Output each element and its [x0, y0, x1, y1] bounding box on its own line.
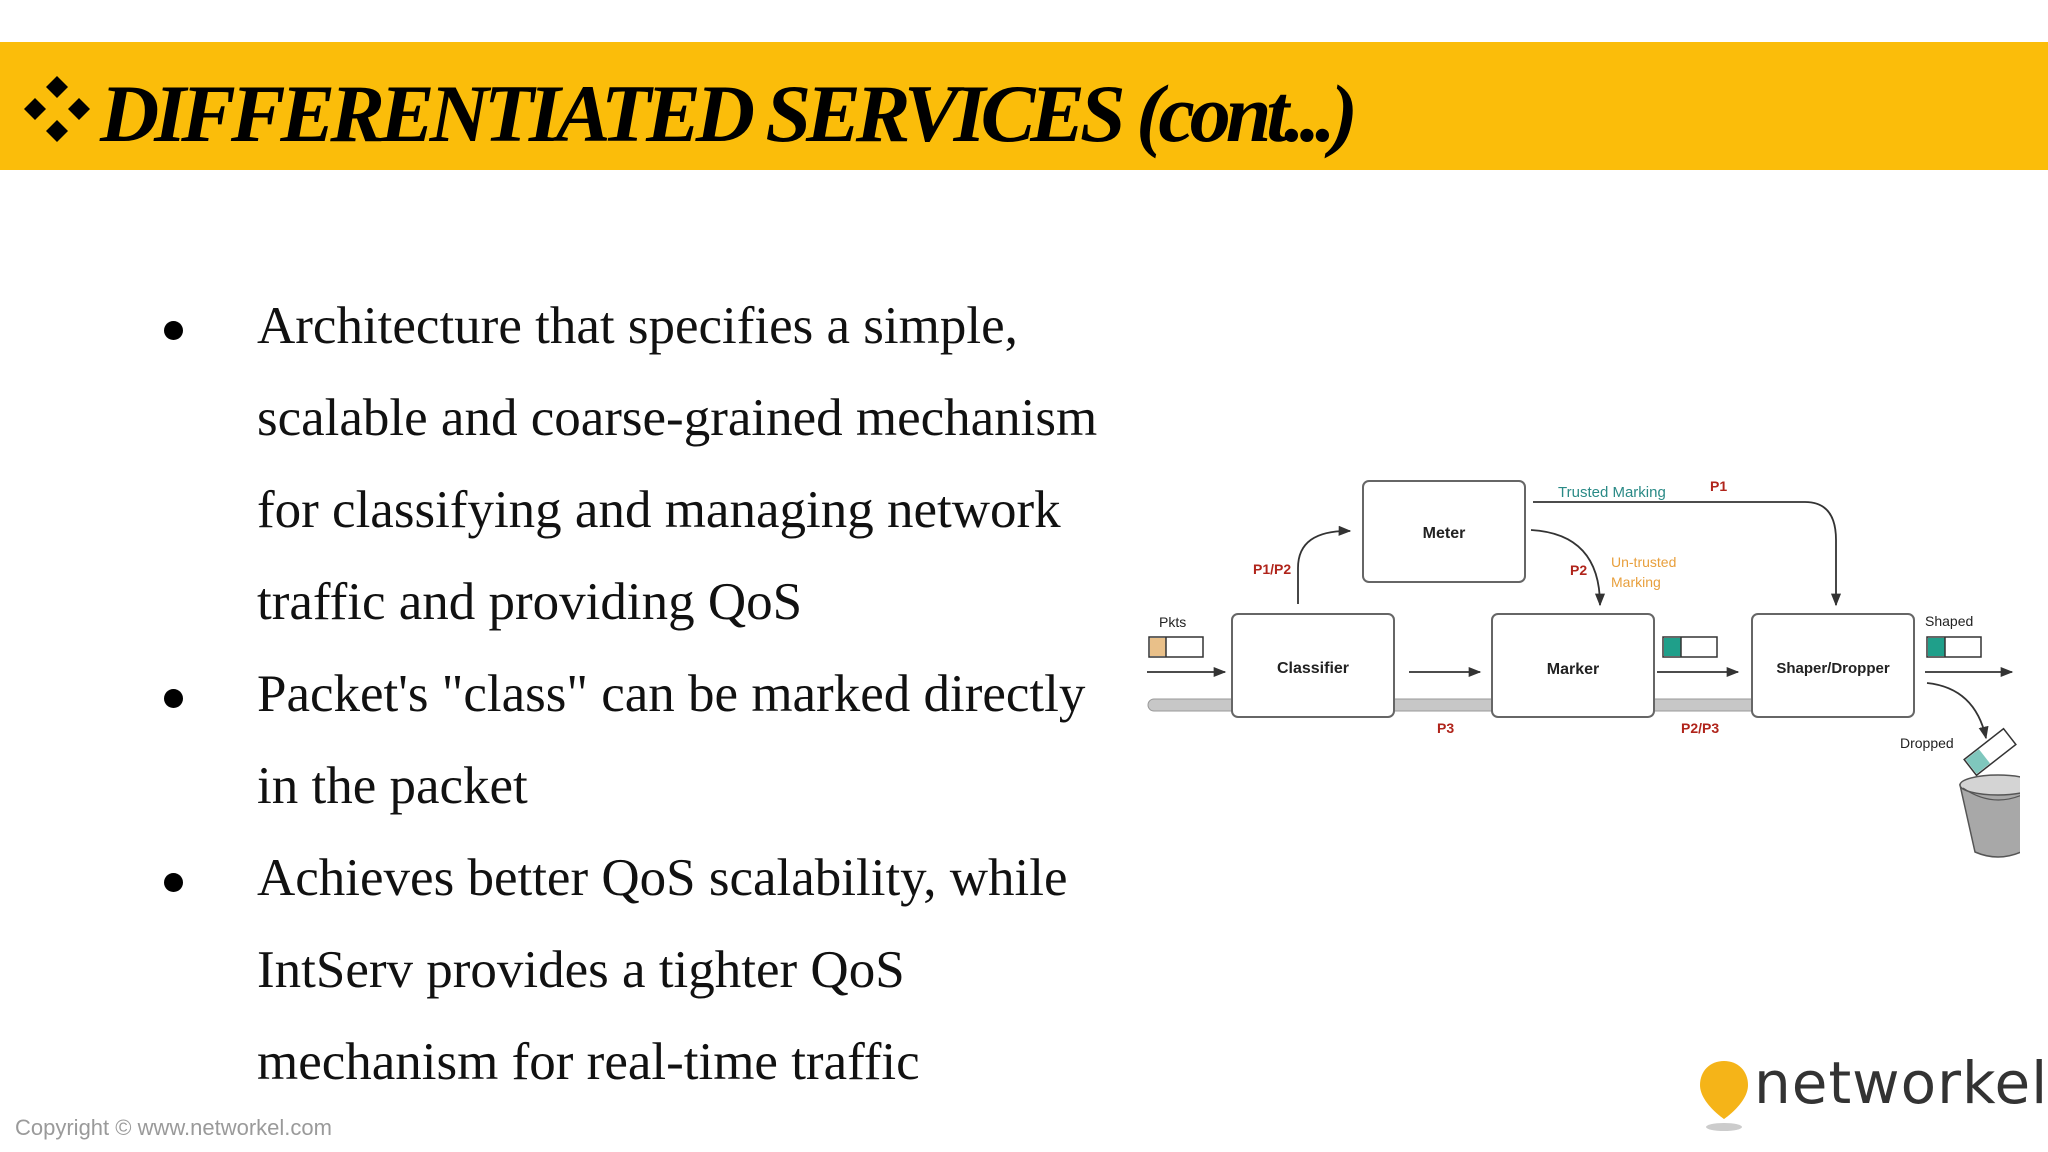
p2p3-label: P2/P3 [1681, 720, 1719, 736]
untrusted-marking-label-2: Marking [1611, 574, 1661, 590]
slide-title: DIFFERENTIATED SERVICES (cont...) [100, 68, 1358, 159]
title-bar [0, 42, 2048, 170]
bullet-text: Architecture that specifies a simple, sc… [257, 297, 1098, 631]
dropped-label: Dropped [1900, 735, 1954, 751]
meter-box [1362, 480, 1526, 583]
bullet-dot [164, 689, 183, 708]
flow-arrows [1147, 501, 2014, 740]
pkts-label: Pkts [1159, 614, 1186, 630]
shaper-dropper-label: Shaper/Dropper [1776, 660, 1890, 677]
marker-label: Marker [1547, 661, 1599, 678]
bullet-list: Architecture that specifies a simple, sc… [150, 280, 1110, 1108]
marked-packet-fill [1664, 638, 1681, 656]
p1p2-label: P1/P2 [1253, 561, 1291, 577]
diffserv-diagram: Meter Classifier Marker Shaper/Dropper [1147, 478, 2020, 858]
meter-label: Meter [1423, 525, 1466, 542]
p2-label: P2 [1570, 562, 1587, 578]
marker-box [1491, 613, 1655, 718]
bullet-item: Packet's "class" can be marked directly … [150, 648, 1110, 832]
location-pin-icon [1700, 1061, 1748, 1131]
p3-label: P3 [1437, 720, 1454, 736]
copyright-text: Copyright © www.networkel.com [15, 1115, 332, 1140]
shaped-packet-fill [1928, 638, 1945, 656]
classifier-label: Classifier [1277, 660, 1349, 677]
shaped-packet-icon [1926, 636, 1982, 658]
bullet-item: Achieves better QoS scalability, while I… [150, 832, 1110, 1108]
bullet-dot [164, 321, 183, 340]
bullet-dot [164, 873, 183, 892]
bucket-icon [1959, 774, 2020, 858]
bullet-item: Architecture that specifies a simple, sc… [150, 280, 1110, 648]
bullet-text: Packet's "class" can be marked directly … [257, 665, 1086, 815]
shaped-label: Shaped [1925, 613, 1973, 629]
four-diamonds-icon [24, 76, 90, 142]
logo-text: networkel [1754, 1049, 2048, 1117]
dropped-packet-icon [1963, 727, 2017, 777]
incoming-packet-icon [1148, 636, 1204, 658]
untrusted-marking-label-1: Un-trusted [1611, 554, 1676, 570]
incoming-packet-fill [1150, 638, 1166, 656]
bullet-text: Achieves better QoS scalability, while I… [257, 849, 1068, 1091]
classifier-box [1231, 613, 1395, 718]
p1-label: P1 [1710, 478, 1727, 494]
marked-packet-icon [1662, 636, 1718, 658]
trusted-marking-label: Trusted Marking [1558, 484, 1666, 501]
shaper-dropper-box [1751, 613, 1915, 718]
